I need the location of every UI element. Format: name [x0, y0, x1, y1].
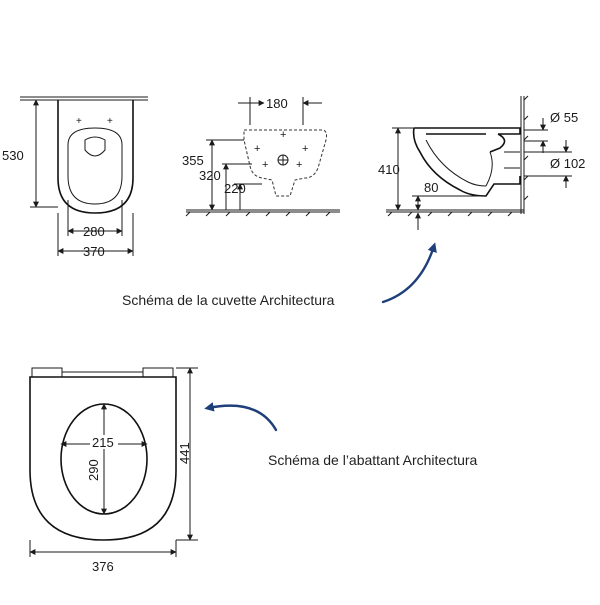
svg-text:+: + [296, 159, 302, 171]
top-inner-width-label: 280 [83, 224, 105, 239]
bowl-outline [57, 100, 134, 214]
svg-text:+: + [254, 143, 260, 155]
front-dim-3: 220 [224, 181, 246, 196]
side-height-label: 410 [378, 162, 400, 177]
side-bottom-label: 80 [424, 180, 438, 195]
bowl-profile [412, 127, 521, 197]
seat-outer-width-label: 376 [92, 559, 114, 574]
front-dim-1: 355 [182, 153, 204, 168]
bowl-front-view: 180 + + + + + 355 320 220 [182, 96, 340, 217]
seat-outer-height-label: 441 [177, 442, 192, 464]
diameter-large-label: Ø 102 [550, 156, 585, 171]
bowl-caption: Schéma de la cuvette Architectura [122, 292, 335, 308]
top-height-label: 530 [2, 148, 24, 163]
seat-caption: Schéma de l’abattant Architectura [268, 452, 478, 468]
seat-view: 290 215 441 376 [29, 367, 198, 574]
svg-text:+: + [107, 116, 113, 127]
bowl-pointer-arrow [381, 242, 437, 304]
diameter-small-label: Ø 55 [550, 110, 578, 125]
svg-text:+: + [280, 129, 286, 141]
front-width-label: 180 [266, 96, 288, 111]
front-dim-2: 320 [199, 168, 221, 183]
svg-text:+: + [76, 116, 82, 127]
seat-inner-width-label: 215 [92, 435, 114, 450]
svg-text:+: + [302, 143, 308, 155]
bowl-top-view: + + 530 280 370 [2, 96, 148, 259]
top-outer-width-label: 370 [83, 244, 105, 259]
seat-inner-height-label: 290 [86, 459, 101, 481]
svg-text:+: + [262, 159, 268, 171]
seat-pointer-arrow [204, 402, 278, 432]
bowl-side-view: 410 80 Ø 55 Ø 102 [378, 95, 585, 230]
seat-outline [29, 376, 177, 541]
